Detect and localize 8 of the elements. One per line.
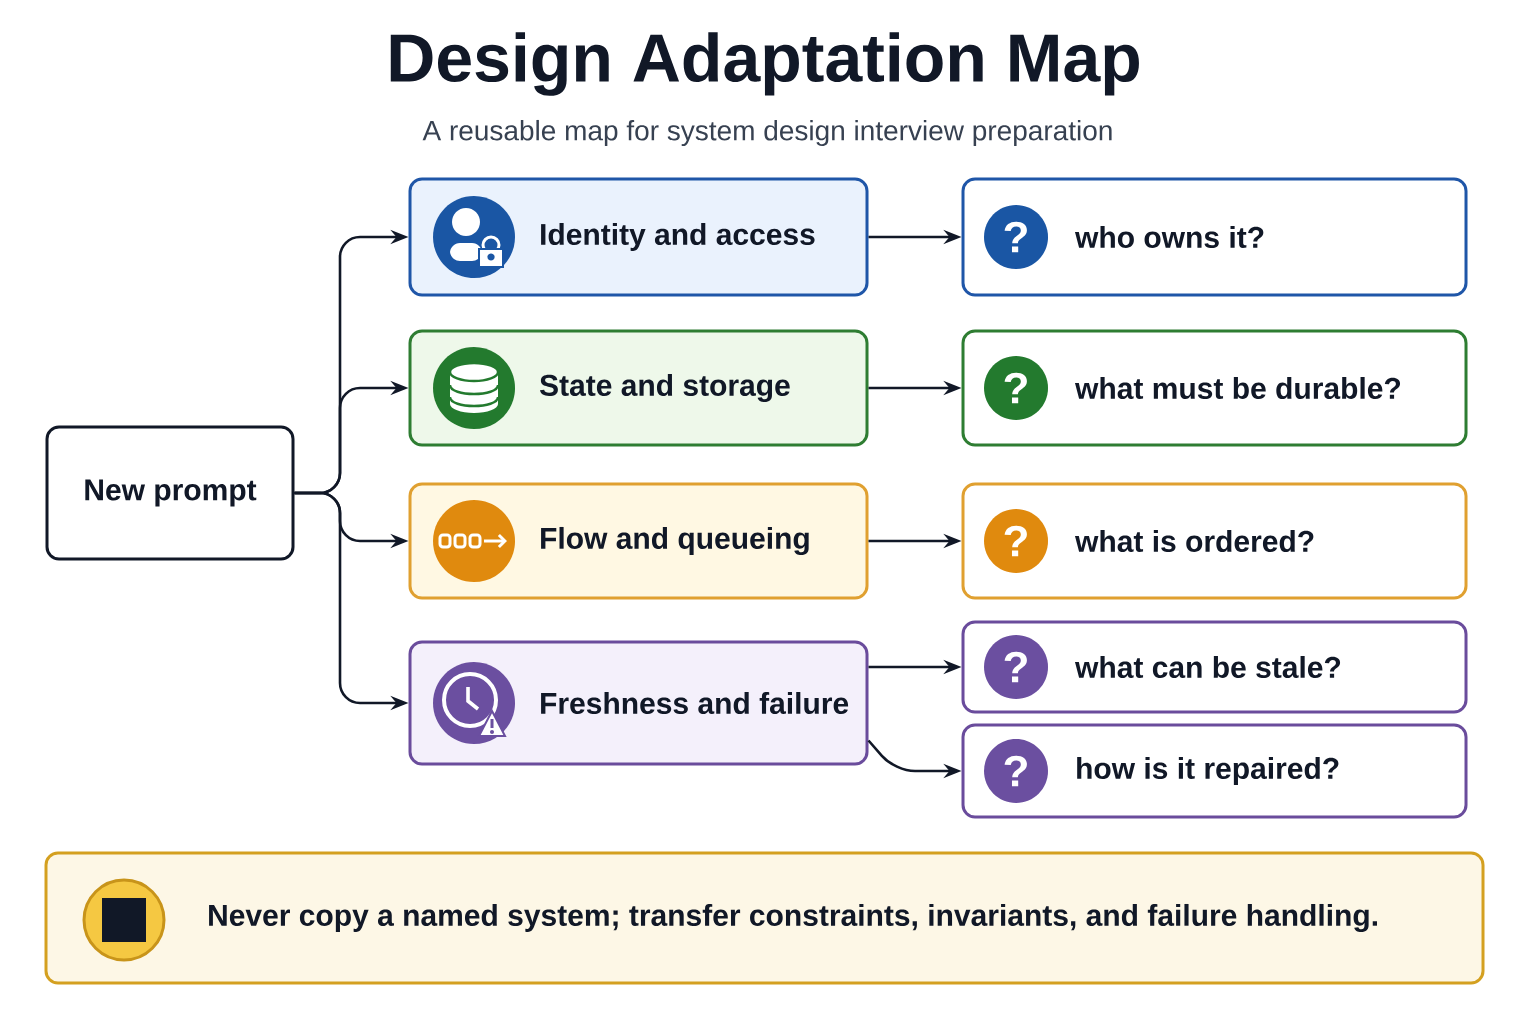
prompt-box: New prompt xyxy=(45,425,295,561)
category-box: State and storage xyxy=(408,329,869,447)
category-box: Identity and access xyxy=(408,177,869,297)
category-box: Flow and queueing xyxy=(408,482,869,600)
category-box: Freshness and failure xyxy=(408,640,869,766)
subtitle: A reusable map for system design interview preparation xyxy=(422,119,1112,147)
note-box: Never copy a named system; transfer constraints, invariants, and failure handling. xyxy=(44,851,1485,985)
title: Design Adaptation Map xyxy=(390,32,1139,96)
